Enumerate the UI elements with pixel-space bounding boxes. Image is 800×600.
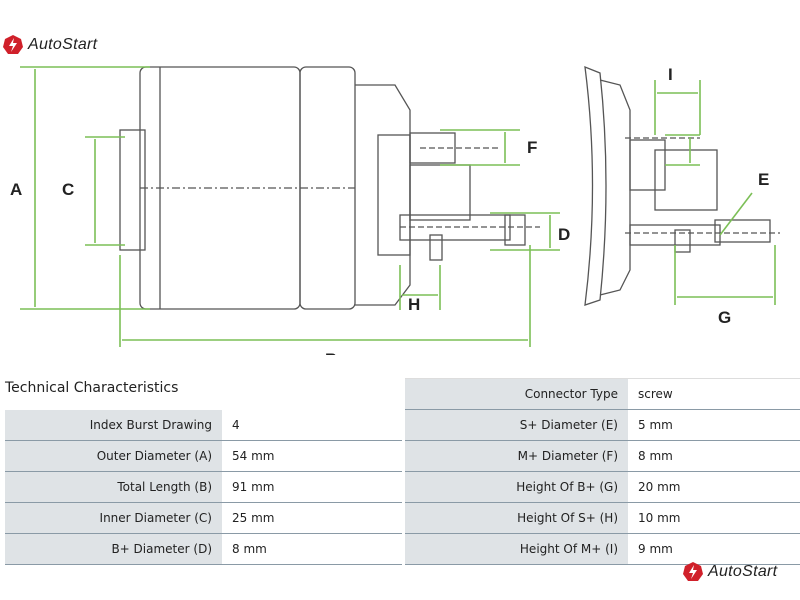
spec-value: screw: [628, 379, 800, 409]
solenoid-side-view: [119, 66, 540, 310]
spec-label: Height Of M+ (I): [405, 534, 628, 564]
solenoid-end-view: [584, 65, 780, 306]
table-row: Outer Diameter (A)54 mm: [5, 441, 402, 472]
label-i: I: [668, 65, 673, 84]
autostart-logo-icon: [3, 35, 23, 54]
dimension-lines: [20, 66, 776, 347]
spec-value: 9 mm: [628, 534, 800, 564]
spec-label: B+ Diameter (D): [5, 534, 222, 564]
spec-value: 25 mm: [222, 503, 402, 533]
table-row: Total Length (B)91 mm: [5, 472, 402, 503]
autostart-logo-icon: [683, 562, 703, 581]
spec-value: 8 mm: [628, 441, 800, 471]
spec-label: Total Length (B): [5, 472, 222, 502]
table-row: M+ Diameter (F)8 mm: [405, 441, 800, 472]
spec-value: 5 mm: [628, 410, 800, 440]
dimension-labels: A B C D E F G H I: [10, 65, 769, 355]
technical-drawing: A B C D E F G H I: [10, 65, 780, 355]
spec-label: Outer Diameter (A): [5, 441, 222, 471]
brand-name: AutoStart: [28, 36, 98, 53]
spec-label: S+ Diameter (E): [405, 410, 628, 440]
label-e: E: [758, 170, 769, 189]
brand-logo-top: AutoStart: [2, 34, 97, 56]
brand-logo-bottom: AutoStart: [682, 561, 777, 583]
section-title: Technical Characteristics: [5, 380, 179, 396]
table-row: Inner Diameter (C)25 mm: [5, 503, 402, 534]
label-d: D: [558, 225, 570, 244]
table-row: Height Of B+ (G)20 mm: [405, 472, 800, 503]
spec-label: Height Of S+ (H): [405, 503, 628, 533]
spec-label: M+ Diameter (F): [405, 441, 628, 471]
table-row: B+ Diameter (D)8 mm: [5, 534, 402, 565]
label-h: H: [408, 295, 420, 314]
spec-value: 8 mm: [222, 534, 402, 564]
label-a: A: [10, 180, 22, 199]
table-row: S+ Diameter (E)5 mm: [405, 410, 800, 441]
label-f: F: [527, 138, 537, 157]
label-b: B: [325, 350, 337, 355]
spec-value: 4: [222, 410, 402, 440]
brand-name: AutoStart: [708, 563, 778, 580]
spec-value: 10 mm: [628, 503, 800, 533]
spec-value: 91 mm: [222, 472, 402, 502]
spec-value: 20 mm: [628, 472, 800, 502]
spec-label: Height Of B+ (G): [405, 472, 628, 502]
spec-value: 54 mm: [222, 441, 402, 471]
table-row: Height Of M+ (I)9 mm: [405, 534, 800, 565]
label-c: C: [62, 180, 74, 199]
spec-label: Index Burst Drawing: [5, 410, 222, 440]
spec-label: Inner Diameter (C): [5, 503, 222, 533]
spec-label: Connector Type: [405, 379, 628, 409]
table-row: Height Of S+ (H)10 mm: [405, 503, 800, 534]
label-g: G: [718, 308, 731, 327]
